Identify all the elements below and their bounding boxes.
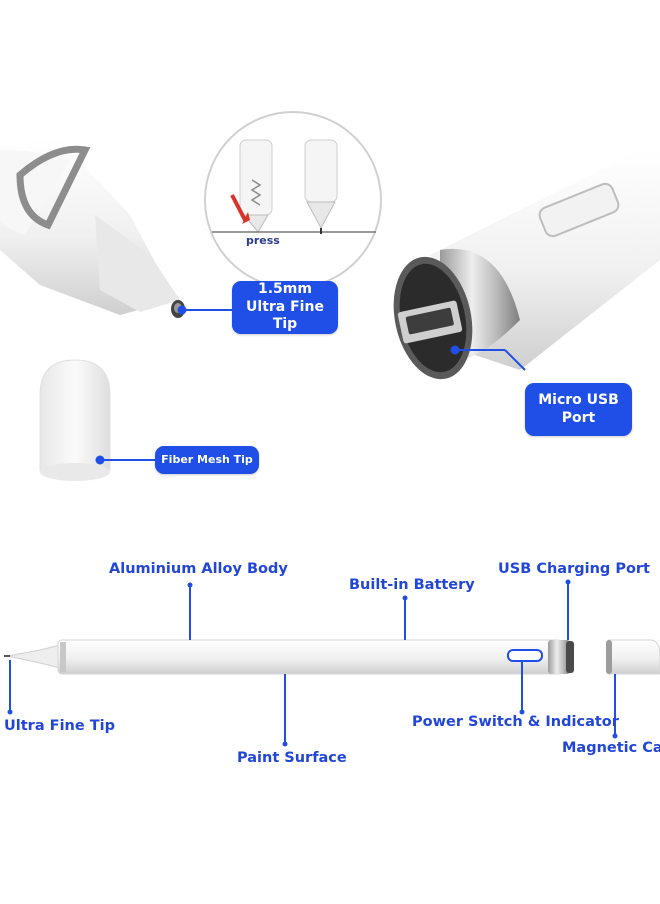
top-connectors [95,305,526,465]
diagram-connectors [9,582,616,744]
fine-tip-pen-closeup [0,140,185,318]
label-aluminium-body: Aluminium Alloy Body [109,561,288,577]
press-inset [204,111,382,289]
pen-parts-diagram [4,579,660,747]
label-ultra-fine-tip: Ultra Fine Tip [4,718,115,734]
fiber-mesh-tip-cap [39,359,111,481]
magnetic-cap [606,639,660,675]
full-pen [4,639,574,675]
label-usb-charging-port: USB Charging Port [498,561,650,577]
fine-tip-badge: 1.5mm Ultra Fine Tip [232,281,338,334]
usb-end-pen-closeup [393,150,660,380]
label-power-switch: Power Switch & Indicator [412,714,619,730]
label-built-in-battery: Built-in Battery [349,577,475,593]
press-caption: press [246,234,280,247]
label-paint-surface: Paint Surface [237,750,347,766]
label-magnetic-cap: Magnetic Cap [562,740,660,756]
upper-product-photo [0,111,660,481]
fiber-tip-badge: Fiber Mesh Tip [155,446,259,474]
usb-port-badge: Micro USB Port [525,383,632,436]
